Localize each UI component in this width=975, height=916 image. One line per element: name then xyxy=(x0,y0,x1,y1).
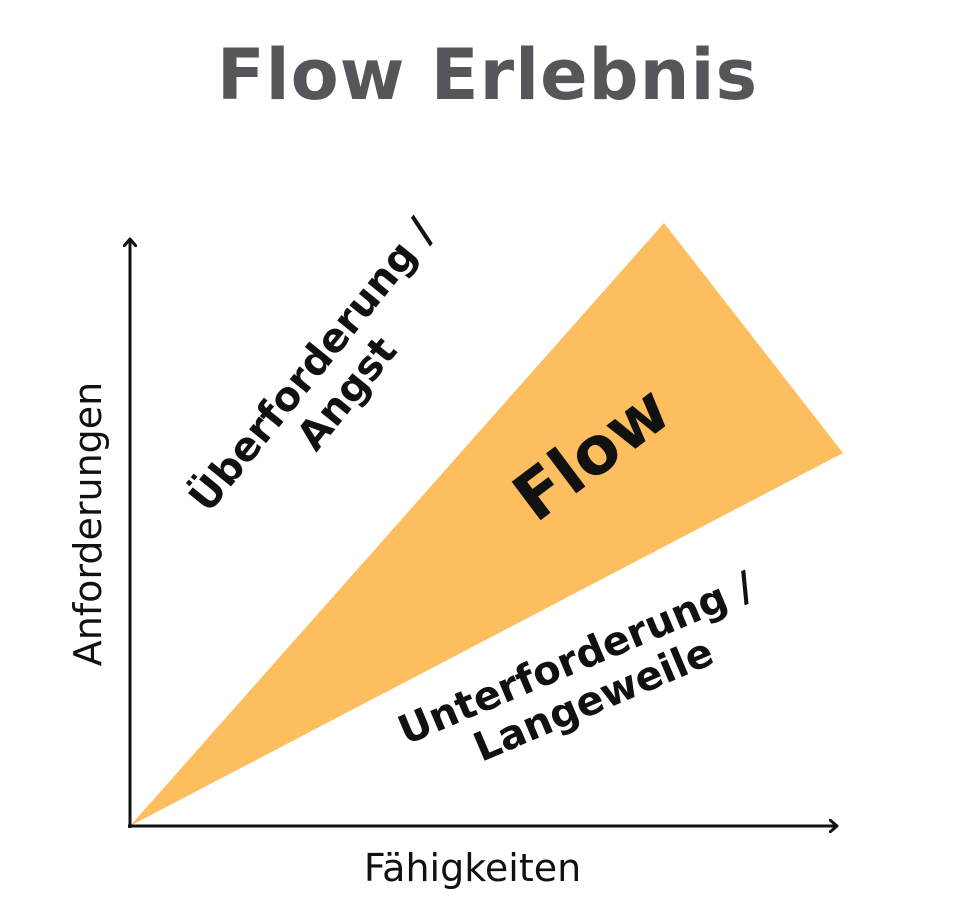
page-title: Flow Erlebnis xyxy=(216,34,759,116)
x-axis-label: Fähigkeiten xyxy=(363,846,582,890)
y-axis-label: Anforderungen xyxy=(66,381,110,667)
x-axis-label-container: Fähigkeiten xyxy=(0,846,945,890)
flow-channel xyxy=(130,223,843,826)
